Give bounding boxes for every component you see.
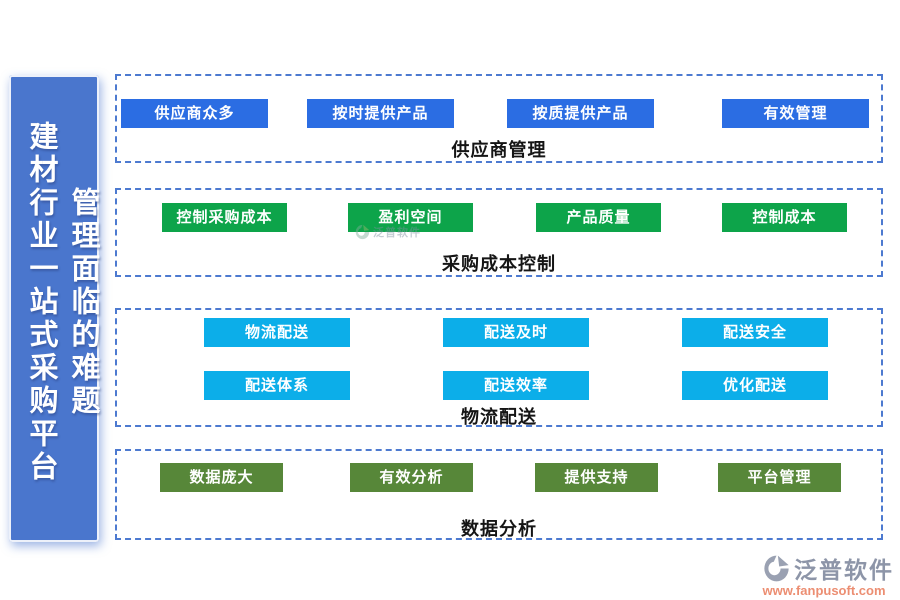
- section-cost-control: 控制采购成本 盈利空间 产品质量 控制成本 采购成本控制: [115, 188, 883, 277]
- tag-on-time-delivery: 按时提供产品: [307, 99, 454, 128]
- tag-big-data: 数据庞大: [160, 463, 283, 492]
- section-logistics: 物流配送 配送及时 配送安全 配送体系 配送效率 优化配送 物流配送: [115, 308, 883, 427]
- tag-delivery-system: 配送体系: [204, 371, 350, 400]
- tag-cost-control: 控制成本: [722, 203, 847, 232]
- tag-quality-products: 按质提供产品: [507, 99, 654, 128]
- sidebar-title-vertical: 建材行业一站式采购平台: [25, 121, 57, 484]
- tag-delivery-safety: 配送安全: [682, 318, 828, 347]
- brand-url[interactable]: www.fanpusoft.com: [762, 583, 886, 598]
- fanpu-logo-icon: [764, 555, 789, 581]
- tag-delivery-efficiency: 配送效率: [443, 371, 589, 400]
- tag-timely-delivery: 配送及时: [443, 318, 589, 347]
- section-title-supplier: 供应商管理: [451, 140, 547, 160]
- tag-effective-management: 有效管理: [722, 99, 869, 128]
- tag-many-suppliers: 供应商众多: [121, 99, 268, 128]
- section-supplier-management: 供应商众多 按时提供产品 按质提供产品 有效管理 供应商管理: [115, 74, 883, 163]
- brand-name: 泛普软件: [794, 557, 894, 583]
- tag-product-quality: 产品质量: [536, 203, 661, 232]
- tag-logistics-delivery: 物流配送: [204, 318, 350, 347]
- tag-optimize-delivery: 优化配送: [682, 371, 828, 400]
- section-title-cost: 采购成本控制: [442, 254, 556, 274]
- tag-provide-support: 提供支持: [535, 463, 658, 492]
- section-data-analysis: 数据庞大 有效分析 提供支持 平台管理 数据分析: [115, 449, 883, 540]
- section-title-logistics: 物流配送: [461, 407, 537, 427]
- tag-platform-management: 平台管理: [718, 463, 841, 492]
- section-title-data: 数据分析: [461, 519, 537, 539]
- brand-logo: 泛普软件 www.fanpusoft.com: [754, 551, 894, 598]
- tag-control-procurement-cost: 控制采购成本: [162, 203, 287, 232]
- sidebar-subtitle-vertical: 管理面临的难题: [67, 187, 99, 418]
- sidebar-banner: 建材行业一站式采购平台 管理面临的难题: [9, 75, 99, 542]
- tag-effective-analysis: 有效分析: [350, 463, 473, 492]
- tag-profit-margin: 盈利空间: [348, 203, 473, 232]
